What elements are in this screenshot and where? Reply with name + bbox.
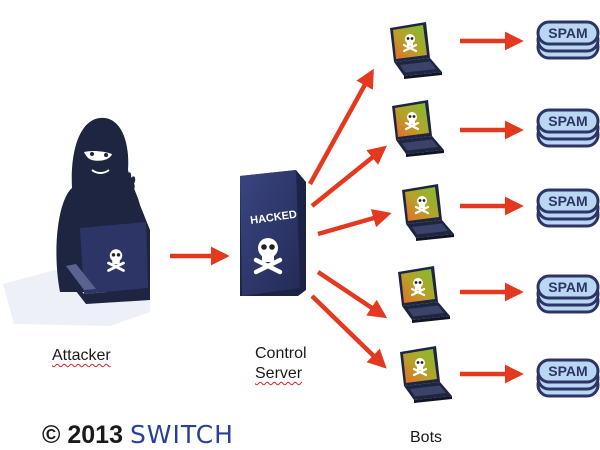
arrow-right-icon [316,270,388,319]
bot-laptop-icon [398,266,450,323]
spam-stack-icon: SPAM [536,20,600,60]
spam-label: SPAM [548,193,587,209]
laptop-skull-icon [58,222,150,304]
attacker-label: Attacker [52,347,111,364]
attacker-group [3,117,150,326]
arrow-right-icon [317,209,392,237]
spam-stack-icon: SPAM [536,108,600,148]
spam-stacks: SPAM SPAM SPAM SPAM SPAM [536,20,600,398]
spam-stack-icon: SPAM [536,274,600,314]
arrows [170,31,524,384]
spam-label: SPAM [548,363,587,379]
bot-laptop-icon [390,22,442,79]
spam-label: SPAM [548,279,587,295]
spam-stack-icon: SPAM [536,188,600,228]
spam-label: SPAM [548,113,587,129]
spam-stack-icon: SPAM [536,358,600,398]
control-label-line1: Control [255,345,307,362]
bot-laptop-icon [400,346,452,403]
copyright-prefix: © 2013 [42,421,123,449]
switch-logo: SWITCH [129,420,234,449]
arrow-right-icon [310,145,387,208]
copyright: © 2013 SWITCH [42,420,234,450]
arrow-right-icon [310,294,387,369]
bot-laptop-icon [392,100,444,157]
server-box-skull-icon: HACKED [240,170,306,296]
bot-laptop-icon [402,184,454,241]
control-label-line2: Server [255,365,303,382]
spam-label: SPAM [548,25,587,41]
arrow-right-icon [308,68,374,186]
control-server-label: Control Server [255,344,307,384]
bots-label: Bots [410,429,443,446]
bots [390,22,454,403]
